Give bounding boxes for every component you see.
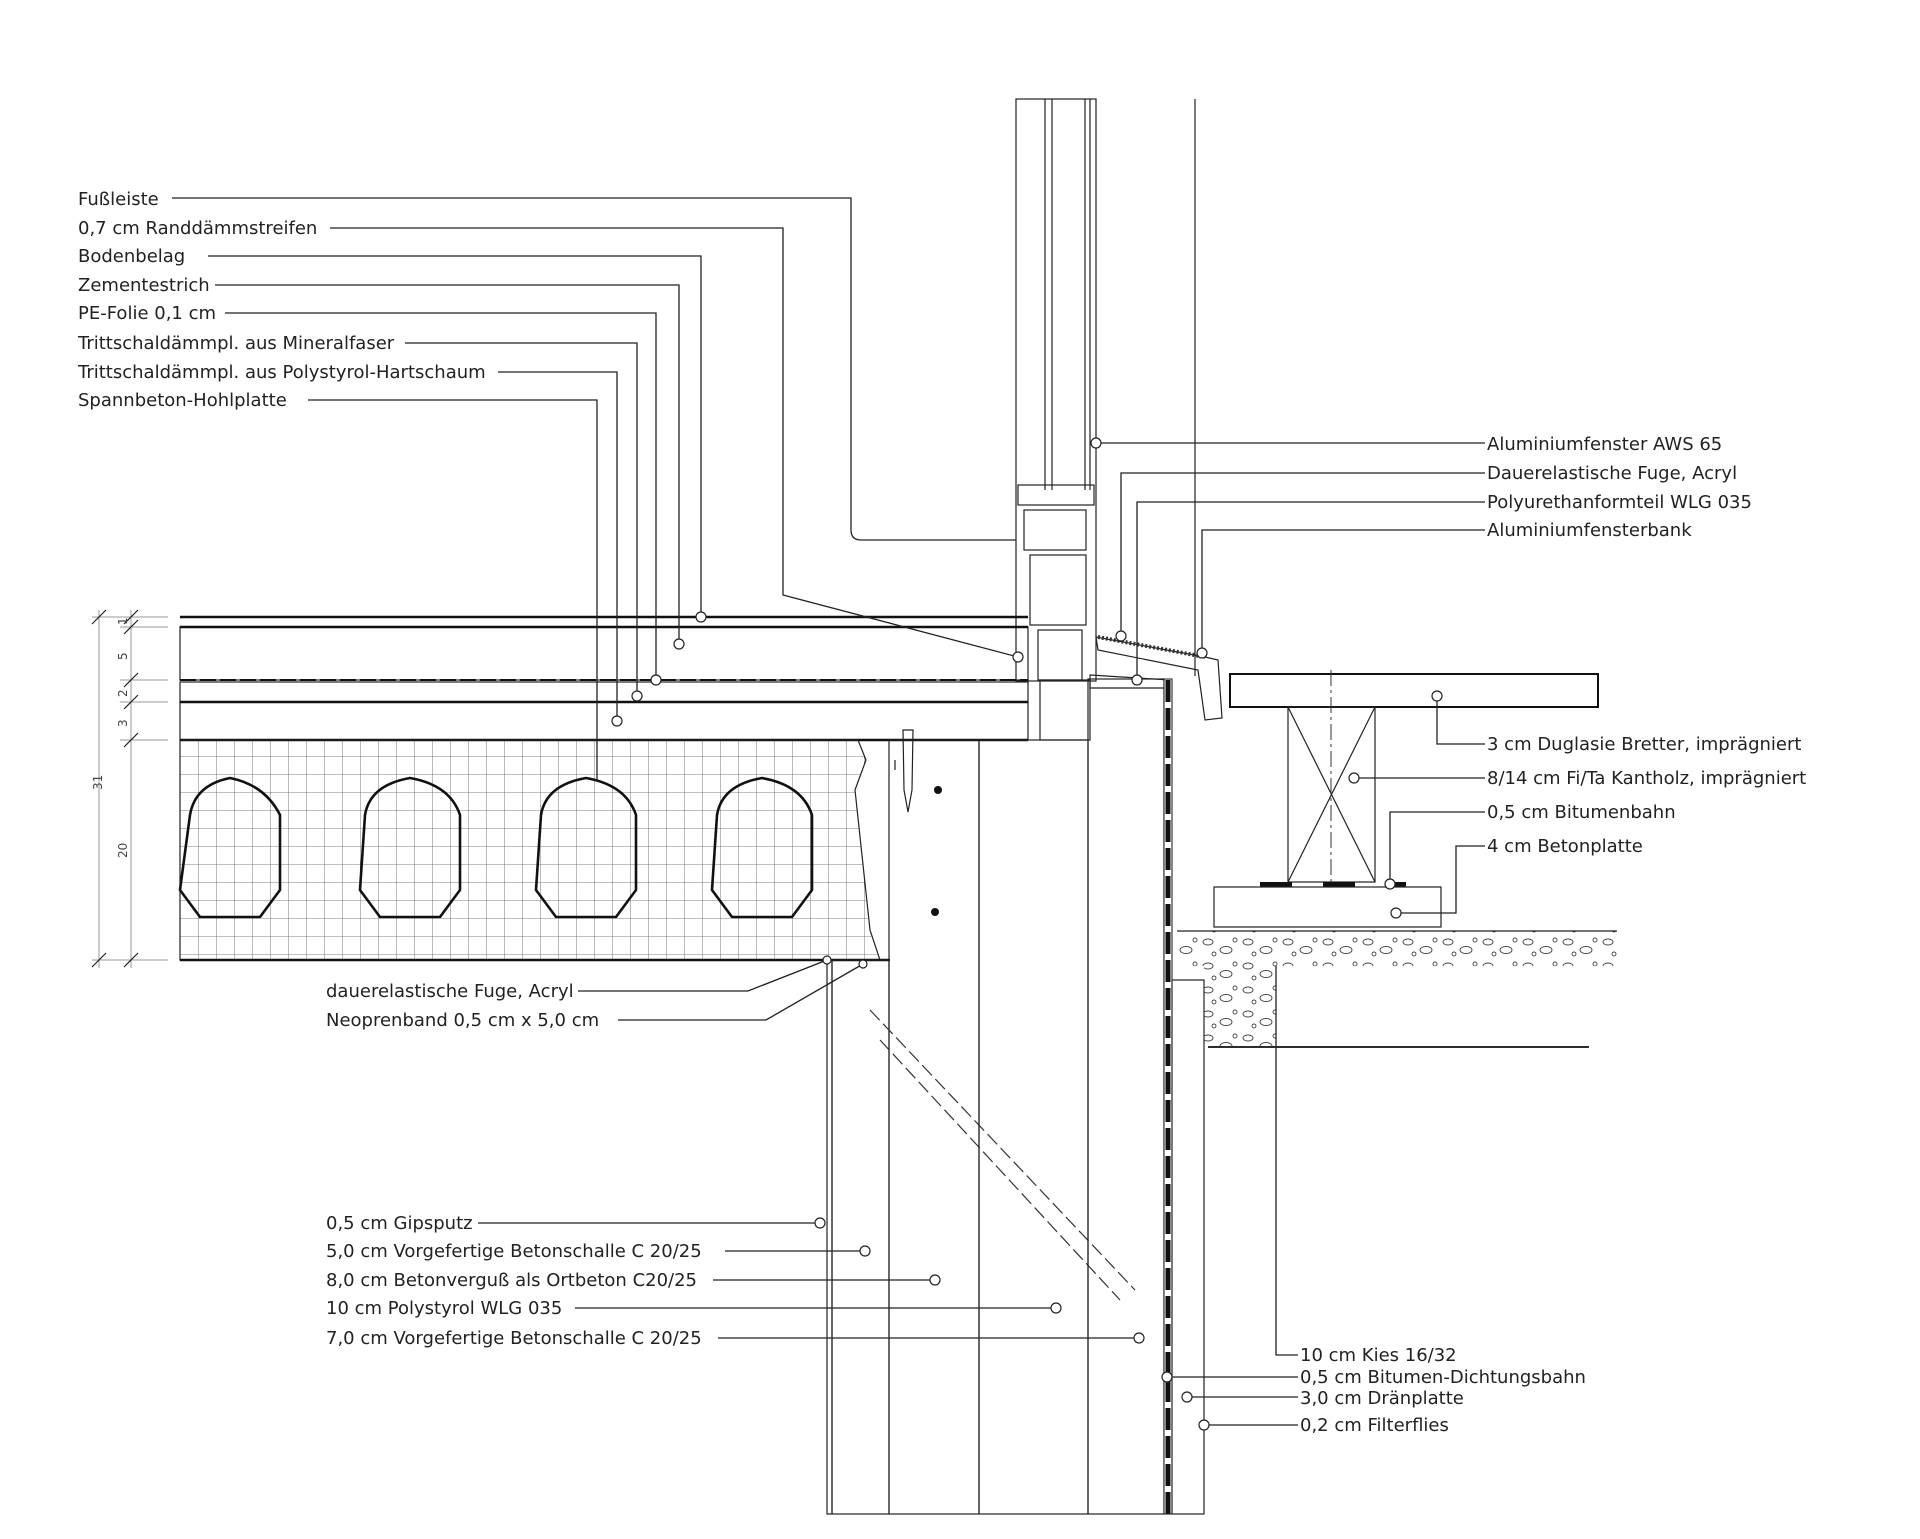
label-betonplatte: 4 cm Betonplatte: [1487, 836, 1643, 857]
labels-window: Aluminiumfenster AWS 65 Dauerelastische …: [1487, 434, 1752, 541]
leader-dot: [611, 437, 1443, 1431]
label-spannbeton-hohlplatte: Spannbeton-Hohlplatte: [78, 390, 287, 411]
label-bitumenbahn: 0,5 cm Bitumenbahn: [1487, 802, 1676, 823]
label-polystyrol-hartschaum: Trittschaldämmpl. aus Polystyrol-Hartsch…: [77, 362, 486, 383]
dim-layer: 5: [116, 652, 130, 660]
label-duglasie-bretter: 3 cm Duglasie Bretter, imprägniert: [1487, 734, 1801, 755]
slab-void: [358, 776, 462, 919]
dim-layer: 3: [116, 719, 130, 727]
label-randdaemmstreifen: 0,7 cm Randdämmstreifen: [78, 218, 317, 239]
label-draenplatte: 3,0 cm Dränplatte: [1300, 1388, 1464, 1409]
label-filterflies: 0,2 cm Filterflies: [1300, 1415, 1449, 1436]
terrace: [1177, 670, 1617, 1048]
label-fensterbank: Aluminiumfensterbank: [1487, 520, 1692, 541]
label-polyurethanformteil: Polyurethanformteil WLG 035: [1487, 492, 1752, 513]
label-kies: 10 cm Kies 16/32: [1300, 1345, 1457, 1366]
label-fuge-acryl-ceiling: dauerelastische Fuge, Acryl: [326, 981, 574, 1002]
hollow-core-slab: [178, 739, 890, 962]
labels-floor: Fußleiste 0,7 cm Randdämmstreifen Bodenb…: [77, 189, 486, 411]
label-kantholz: 8/14 cm Fi/Ta Kantholz, imprägniert: [1487, 768, 1806, 789]
label-bodenbelag: Bodenbelag: [78, 246, 185, 267]
dim-total: 31: [91, 775, 105, 790]
labels-joint: dauerelastische Fuge, Acryl Neoprenband …: [326, 981, 599, 1031]
slab-void: [178, 776, 282, 919]
leader-lines: [172, 197, 1485, 1431]
labels-wall: 0,5 cm Gipsputz 5,0 cm Vorgefertige Beto…: [326, 1213, 702, 1349]
aluminium-window: [1015, 98, 1196, 682]
label-zementestrich: Zementestrich: [78, 275, 210, 296]
dim-layer: 1: [116, 617, 130, 625]
label-bitumen-dichtungsbahn: 0,5 cm Bitumen-Dichtungsbahn: [1300, 1367, 1586, 1388]
label-fussleiste: Fußleiste: [78, 189, 159, 210]
label-betonschalle-aussen: 7,0 cm Vorgefertige Betonschalle C 20/25: [326, 1328, 702, 1349]
label-fuge-acryl: Dauerelastische Fuge, Acryl: [1487, 463, 1737, 484]
dim-layer: 20: [116, 843, 130, 858]
label-gipsputz: 0,5 cm Gipsputz: [326, 1213, 473, 1234]
labels-terrace: 3 cm Duglasie Bretter, imprägniert 8/14 …: [1487, 734, 1806, 857]
labels-ground: 10 cm Kies 16/32 0,5 cm Bitumen-Dichtung…: [1300, 1345, 1586, 1436]
label-polystyrol: 10 cm Polystyrol WLG 035: [326, 1298, 562, 1319]
slab-void: [710, 776, 814, 919]
floor-buildup: [179, 615, 1029, 742]
dim-layer: 2: [116, 689, 130, 697]
label-betonschalle-innen: 5,0 cm Vorgefertige Betonschalle C 20/25: [326, 1241, 702, 1262]
label-ortbeton: 8,0 cm Betonverguß als Ortbeton C20/25: [326, 1270, 697, 1291]
label-aluminiumfenster: Aluminiumfenster AWS 65: [1487, 434, 1722, 455]
exterior-wall: [826, 678, 1205, 1515]
label-mineralfaser: Trittschaldämmpl. aus Mineralfaser: [77, 333, 395, 354]
slab-void: [534, 776, 638, 919]
label-neoprenband: Neoprenband 0,5 cm x 5,0 cm: [326, 1010, 599, 1031]
label-pe-folie: PE-Folie 0,1 cm: [78, 303, 216, 324]
dimension-chain: 31 1 5 2 3 20: [91, 609, 168, 968]
